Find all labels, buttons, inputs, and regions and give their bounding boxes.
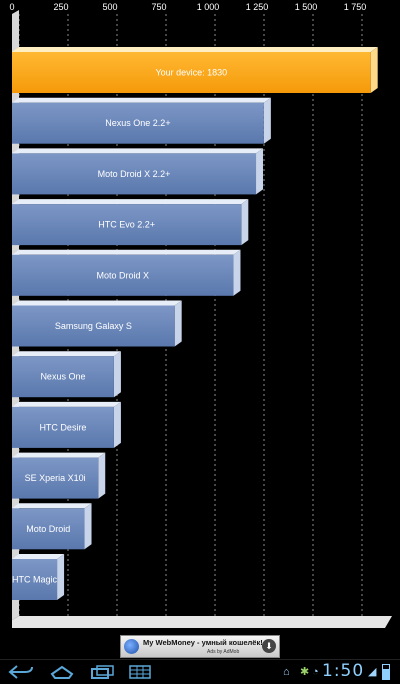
bar-top-face [12,47,378,52]
home-icon[interactable] [50,664,74,684]
bar-label: Nexus One [40,372,85,382]
bar-side-face [57,554,65,600]
bar-side-face [233,249,241,296]
wifi-icon: ◢ [368,666,377,678]
bar-label: Your device: 1830 [155,68,227,78]
x-tick-label: 750 [151,2,166,12]
bar [12,559,58,600]
bar-side-face [256,148,264,195]
x-tick-label: 1 750 [344,2,367,12]
bar-top-face [12,503,92,509]
bar [12,153,257,195]
bar-label: Moto Droid X 2.2+ [98,169,171,179]
bar [12,356,114,398]
bar-top-face [12,401,121,407]
x-tick-label: 500 [102,2,117,12]
bar-label: HTC Evo 2.2+ [98,220,155,230]
bar-side-face [370,47,378,93]
bar-label: SE Xperia X10i [25,473,86,483]
bar-top-face [12,554,65,559]
bar-label: HTC Magic [12,575,58,585]
bar [12,102,264,144]
bar-side-face [113,351,121,398]
x-tick-label: 250 [53,2,68,12]
bar-top-face [12,300,182,306]
bar [12,204,242,246]
signal-icon: ◔ [312,666,319,678]
bar-label: HTC Desire [39,422,86,432]
bar-side-face [113,401,121,448]
bar-side-face [174,300,182,347]
usb-icon: ⌂ [283,666,290,678]
ad-title: My WebMoney - умный кошелёк! [143,638,263,647]
bar-side-face [241,199,249,246]
bar-side-face [98,452,106,499]
recent-apps-icon[interactable] [90,664,116,684]
system-bar: ⌂ ✱ ◔ 1:50 ◢ [0,659,400,684]
webmoney-logo-icon [124,639,139,654]
x-tick-label: 1 000 [197,2,220,12]
download-icon[interactable]: ⬇ [262,639,276,653]
bar-side-face [84,503,92,550]
bar-label: Moto Droid [26,524,70,534]
back-icon[interactable] [8,664,34,684]
ad-subtitle: Ads by AdMob [207,649,240,655]
bar-label: Nexus One 2.2+ [105,118,170,128]
menu-icon[interactable] [129,664,151,684]
bar-top-face [12,148,264,154]
bar-top-face [12,97,271,103]
x-tick-label: 0 [9,2,14,12]
bar-label: Samsung Galaxy S [55,321,132,331]
bar [12,457,99,499]
bar-label: Moto Droid X [96,270,149,280]
bar-your-device [12,52,371,93]
x-tick-label: 1 500 [295,2,318,12]
bar-top-face [12,452,106,458]
bar-top-face [12,249,241,255]
bar [12,508,85,550]
bar [12,305,175,347]
bar-top-face [12,199,249,205]
bar [12,254,234,296]
debug-icon: ✱ [300,666,310,678]
bar-side-face [263,97,271,144]
ad-banner[interactable]: My WebMoney - умный кошелёк! Ads by AdMo… [120,635,280,658]
bar-top-face [12,351,121,357]
floor-axis [12,616,392,628]
bar [12,406,114,448]
x-tick-label: 1 250 [246,2,269,12]
battery-icon [382,664,390,680]
clock: 1:50 [322,661,365,681]
